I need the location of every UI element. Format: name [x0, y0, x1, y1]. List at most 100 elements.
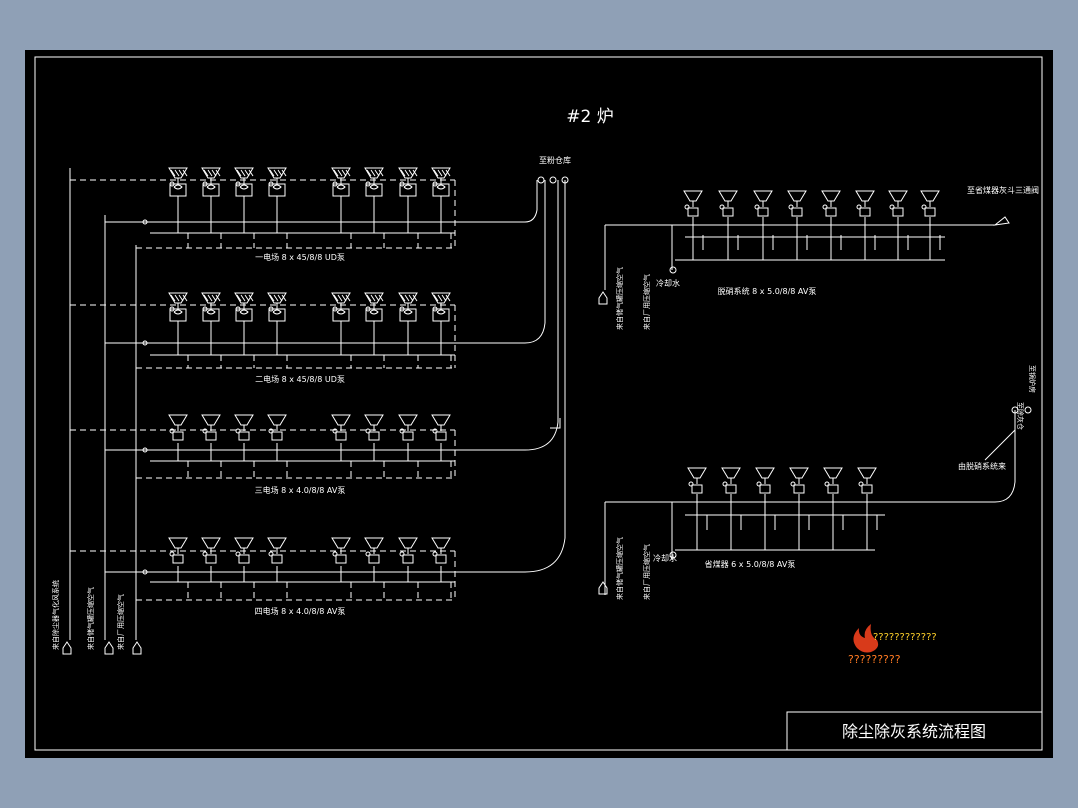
- hatch-line: [215, 169, 221, 177]
- hatch-line: [404, 169, 410, 177]
- pump-unit: [331, 167, 351, 197]
- valve-icon: [202, 428, 208, 434]
- pump-body-icon: [757, 207, 769, 217]
- hatch-line: [174, 169, 180, 177]
- pump-inner-icon: [336, 184, 346, 190]
- hatch-line: [433, 294, 439, 302]
- hatch-line: [174, 294, 180, 302]
- hopper-icon: [364, 292, 384, 304]
- pump-body-icon: [399, 183, 417, 197]
- pump-inner-icon: [336, 309, 346, 315]
- valve-icon: [432, 551, 438, 557]
- pump-unit: [718, 190, 738, 217]
- hatch-line: [345, 169, 351, 177]
- hatch-line: [178, 294, 184, 302]
- pump-body-icon: [435, 554, 447, 564]
- pump-unit: [789, 467, 809, 494]
- left-section: [62, 167, 569, 655]
- pump-body-icon: [861, 484, 873, 494]
- right-top-section: [598, 190, 1010, 305]
- pump-body-icon: [859, 207, 871, 217]
- pump-body-icon: [268, 183, 286, 197]
- hatch-line: [203, 169, 209, 177]
- pump-body-icon: [759, 484, 771, 494]
- valve-icon: [202, 551, 208, 557]
- hatch-line: [236, 169, 242, 177]
- hatch-line: [412, 294, 418, 302]
- pump-unit: [364, 292, 384, 322]
- pump-body-icon: [202, 308, 220, 322]
- hopper-icon: [267, 167, 287, 179]
- pump-unit: [201, 414, 221, 441]
- valve-icon: [921, 204, 927, 210]
- pump-unit: [398, 414, 418, 441]
- hatch-line: [207, 169, 213, 177]
- drawing-border: [34, 56, 1043, 751]
- pump-body-icon: [827, 484, 839, 494]
- hatch-line: [244, 294, 250, 302]
- pump-unit: [431, 537, 451, 564]
- valve-icon: [688, 481, 694, 487]
- air-source-arrow-icon: [598, 291, 608, 305]
- hatch-line: [240, 169, 246, 177]
- pump-body-icon: [892, 207, 904, 217]
- pump-body-icon: [202, 183, 220, 197]
- check-valve-icon: [142, 340, 148, 346]
- hatch-line: [345, 294, 351, 302]
- hopper-icon: [168, 414, 188, 426]
- flame-icon: [853, 624, 879, 653]
- hopper-icon: [398, 414, 418, 426]
- valve-icon: [235, 428, 241, 434]
- pump-unit: [855, 190, 875, 217]
- pump-body-icon: [722, 207, 734, 217]
- valve-icon: [332, 428, 338, 434]
- pump-unit: [683, 190, 703, 217]
- hatch-line: [445, 294, 451, 302]
- hatch-line: [203, 294, 209, 302]
- valve-icon: [169, 551, 175, 557]
- hatch-line: [244, 169, 250, 177]
- pump-unit: [823, 467, 843, 494]
- rb-destination-valve-icon: [1024, 406, 1032, 414]
- pump-inner-icon: [206, 184, 216, 190]
- hopper-icon: [364, 537, 384, 549]
- hopper-icon: [364, 414, 384, 426]
- hopper-icon: [920, 190, 940, 202]
- hopper-icon: [364, 167, 384, 179]
- right-bottom-vertical-label-1: 来自储气罐压缩空气: [615, 537, 624, 600]
- hatch-line: [277, 294, 283, 302]
- hatch-line: [370, 169, 376, 177]
- hopper-icon: [755, 467, 775, 479]
- outlet-bend-3: [524, 180, 559, 451]
- pump-inner-icon: [272, 309, 282, 315]
- pump-unit: [364, 537, 384, 564]
- pump-inner-icon: [403, 184, 413, 190]
- hatch-line: [337, 294, 343, 302]
- pump-body-icon: [235, 308, 253, 322]
- pump-inner-icon: [436, 309, 446, 315]
- left-vertical-label-3: 来自厂用压缩空气: [116, 594, 125, 650]
- pump-unit: [431, 292, 451, 322]
- hatch-line: [337, 169, 343, 177]
- pump-body-icon: [271, 431, 283, 441]
- hatch-line: [374, 294, 380, 302]
- right-bottom-vertical-label-2: 来自厂用压缩空气: [642, 544, 651, 600]
- pump-unit: [201, 537, 221, 564]
- pump-inner-icon: [173, 184, 183, 190]
- right-bottom-destination-label: 由脱硝系统来: [958, 461, 1006, 471]
- hatch-line: [400, 169, 406, 177]
- hatch-line: [441, 169, 447, 177]
- valve-icon: [858, 481, 864, 487]
- hopper-icon: [201, 292, 221, 304]
- hopper-icon: [331, 292, 351, 304]
- pump-unit: [331, 537, 351, 564]
- hopper-icon: [168, 537, 188, 549]
- hatch-line: [273, 294, 279, 302]
- hatch-line: [408, 169, 414, 177]
- valve-icon: [399, 551, 405, 557]
- valve-icon: [788, 204, 794, 210]
- hatch-line: [248, 169, 254, 177]
- hatch-line: [269, 294, 275, 302]
- rt-destination-arrow-icon: [993, 216, 1010, 226]
- pump-body-icon: [332, 308, 350, 322]
